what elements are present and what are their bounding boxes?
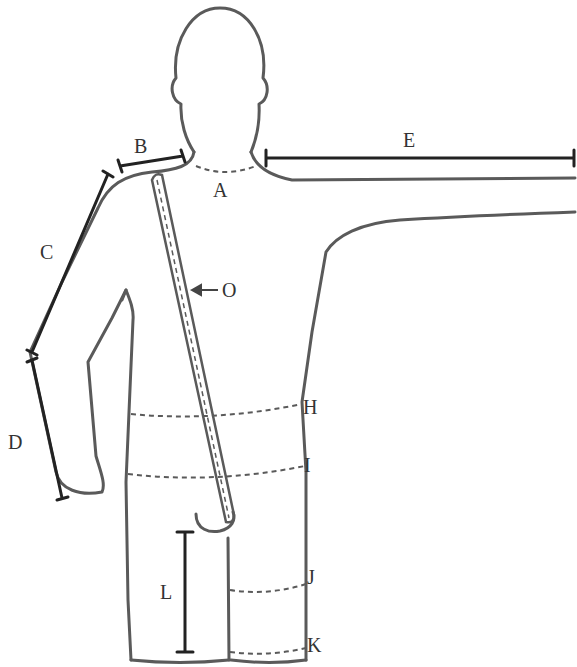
thigh-line (230, 584, 306, 592)
measurement-letter: B (134, 136, 147, 156)
measurement-letter: I (304, 455, 311, 475)
head-outline (172, 8, 267, 152)
measurement-letter: C (40, 242, 53, 262)
dimension-e (266, 150, 574, 166)
inner-leg (228, 538, 229, 660)
measurement-letter: E (403, 130, 415, 150)
neck-line (196, 166, 256, 172)
dimension-d (27, 358, 68, 500)
tape-center (157, 180, 229, 518)
inner-arm (122, 290, 126, 300)
measurement-letter: D (8, 432, 22, 452)
tape-outline (152, 174, 234, 522)
measurement-letter: L (160, 582, 172, 602)
measurement-letter: K (307, 635, 321, 655)
pointer-head (192, 285, 201, 295)
measurement-letter: J (307, 567, 315, 587)
leg-bottoms (131, 660, 306, 663)
measurement-letter: A (213, 180, 227, 200)
measurement-letter: H (303, 397, 317, 417)
knee-line (230, 648, 306, 654)
measurement-letter: O (222, 280, 236, 300)
left-side-outline (30, 152, 194, 660)
dimension-c (27, 171, 113, 355)
waist-line (131, 404, 302, 416)
dimension-b (118, 150, 185, 172)
right-arm-underside (302, 212, 575, 660)
right-side-outline (251, 152, 575, 180)
dimension-l (177, 532, 193, 652)
